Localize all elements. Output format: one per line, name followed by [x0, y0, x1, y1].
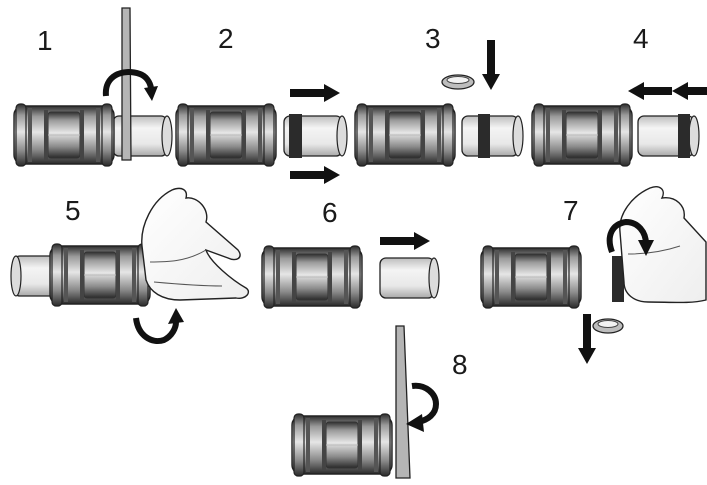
step-8-label: 8 — [452, 349, 468, 380]
push-fit-connector — [291, 413, 393, 477]
step-6-group — [261, 232, 440, 309]
push-fit-connector — [261, 245, 363, 309]
hand-crease — [627, 245, 681, 255]
rotate-arrow-icon — [133, 317, 179, 344]
pipe-end — [512, 115, 524, 157]
hand-icon — [619, 186, 707, 304]
step-2-group — [175, 84, 348, 184]
step-5-label: 5 — [65, 195, 81, 226]
push-fit-connector — [531, 103, 633, 167]
step-1-group — [13, 7, 173, 167]
step-6-label: 6 — [322, 197, 338, 228]
step-1-label: 1 — [37, 25, 53, 56]
pipe-end — [10, 255, 22, 297]
demount-tool — [121, 7, 132, 161]
pipe-end — [428, 257, 440, 299]
step-7-label: 7 — [563, 195, 579, 226]
pipe-end — [336, 115, 348, 157]
rotate-arrow-head-icon — [168, 308, 184, 324]
pipe-end — [688, 115, 700, 157]
rotate-arrow-head-icon — [638, 240, 654, 256]
demount-tool — [395, 325, 411, 479]
step-5-group — [10, 187, 250, 344]
push-fit-connector — [49, 243, 151, 307]
step-3-group — [354, 40, 524, 167]
arrow-left-icon — [628, 82, 672, 100]
collet-ring — [612, 256, 624, 302]
rotate-arrow-head-icon — [406, 414, 424, 432]
rotate-arrow-head-icon — [144, 86, 158, 101]
step-4-group — [531, 82, 707, 167]
rotate-arrow-icon — [102, 69, 154, 97]
collet-ring — [678, 114, 690, 158]
arrow-right-icon — [380, 232, 430, 250]
pipe-end — [161, 115, 173, 157]
arrow-down-icon — [482, 40, 500, 90]
pipe — [112, 115, 168, 157]
arrow-right-icon — [290, 166, 340, 184]
step-7-group — [480, 186, 707, 364]
push-fit-connector — [480, 245, 582, 309]
clip-ring-inner — [446, 76, 470, 84]
arrow-right-icon — [290, 84, 340, 102]
step-4-label: 4 — [633, 23, 649, 54]
hand-crease — [153, 281, 223, 287]
hand-icon — [141, 187, 250, 301]
collet-ring — [478, 114, 490, 158]
rotate-arrow-icon — [606, 218, 649, 254]
hand-crease — [149, 249, 207, 263]
step-3-label: 3 — [425, 23, 441, 54]
arrow-left-icon — [672, 82, 707, 100]
pipe — [379, 257, 435, 299]
push-fit-connector — [354, 103, 456, 167]
arrow-down-icon — [578, 314, 596, 364]
step-8-group — [291, 325, 440, 479]
collet-ring — [289, 114, 302, 158]
step-2-label: 2 — [218, 23, 234, 54]
rotate-arrow-icon — [411, 382, 440, 425]
clip-ring-inner — [597, 320, 619, 328]
push-fit-connector — [175, 103, 277, 167]
push-fit-connector — [13, 103, 115, 167]
